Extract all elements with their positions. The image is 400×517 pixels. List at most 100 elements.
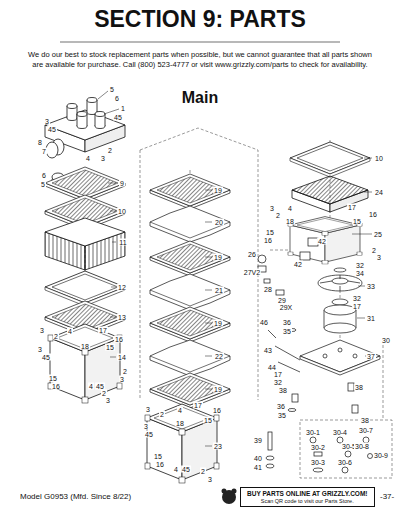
callout-number: 36 (276, 403, 286, 410)
callout-number: 17 (193, 402, 203, 409)
callout-number: 39 (253, 437, 263, 444)
callout-number: 15 (265, 229, 275, 236)
callout-number: 30 (381, 337, 391, 344)
callout-number: 2 (101, 390, 107, 397)
callout-number: 29X (279, 304, 293, 311)
store-heading: BUY PARTS ONLINE AT GRIZZLY.COM! (247, 490, 368, 498)
page-title: SECTION 9: PARTS (0, 8, 400, 31)
callout-number: 4 (287, 205, 293, 212)
callout-number: 3 (143, 423, 149, 430)
callout-number: 45 (181, 466, 191, 473)
callout-number: 15 (153, 453, 163, 460)
callout-number: 2 (371, 247, 377, 254)
callout-number: 15 (48, 375, 58, 382)
callout-number: 16 (155, 461, 165, 468)
callout-number: 3 (105, 397, 111, 404)
callout-number: 42 (317, 238, 327, 245)
callout-number: 3 (39, 327, 45, 334)
callout-number: 32 (355, 262, 365, 269)
callout-number: 31 (366, 315, 376, 322)
callout-number: 3 (37, 346, 43, 353)
callout-number: 24 (374, 189, 384, 196)
callout-number: 30-6 (337, 459, 353, 466)
callout-number: 40 (253, 455, 263, 462)
callout-number: 45 (113, 114, 123, 121)
callout-number: 4 (85, 155, 91, 162)
callout-number: 42 (293, 261, 303, 268)
callout-number: 44 (267, 364, 277, 371)
callout-number: 3 (119, 376, 125, 383)
callout-number: 10 (117, 208, 127, 215)
callout-number: 2 (275, 212, 281, 219)
callout-number: 36 (282, 319, 292, 326)
callout-number: 30-3 (310, 459, 326, 466)
callout-number: 7 (41, 148, 47, 155)
callout-number: 12 (117, 284, 127, 291)
callout-number: 38 (360, 417, 370, 424)
callout-number: 26 (247, 251, 257, 258)
callout-number: 32 (352, 295, 362, 302)
callout-number: 13 (117, 314, 127, 321)
callout-number: 38 (278, 387, 288, 394)
callout-number: 3 (207, 476, 213, 483)
callout-number: 2 (53, 333, 59, 340)
callout-number: 16 (51, 383, 61, 390)
callout-number: 8 (37, 139, 43, 146)
callout-number: 22 (214, 353, 224, 360)
store-note: Scan QR code to visit our Parts Store. (247, 498, 368, 505)
callout-number: 4 (88, 383, 94, 390)
callout-number: 34 (355, 270, 365, 277)
callout-number: 37 (366, 353, 376, 360)
callout-number: 30-4 (332, 429, 348, 436)
callout-number: 45 (144, 431, 154, 438)
callout-number: 11 (118, 239, 127, 246)
callout-number: 17 (273, 371, 283, 378)
callout-number: 2 (159, 411, 165, 418)
callout-number: 45 (47, 126, 57, 133)
callout-number: 30-8 (354, 443, 370, 450)
callout-number: 46 (259, 319, 269, 326)
callout-number: 32 (273, 379, 283, 386)
callout-number: 19 (213, 254, 223, 261)
callout-number: 21 (214, 287, 224, 294)
callout-number: 43 (263, 347, 273, 354)
callout-number: 23 (213, 443, 223, 450)
callout-number: 4 (173, 466, 179, 473)
callout-number: 5 (109, 86, 115, 93)
callout-number: 16 (114, 336, 124, 343)
callout-number: 33 (366, 283, 376, 290)
callout-number: 14 (117, 354, 127, 361)
parts-store-box: BUY PARTS ONLINE AT GRIZZLY.COM!Scan QR … (240, 487, 375, 507)
intro-note: We do our best to stock replacement part… (28, 50, 372, 70)
callout-number: 6 (114, 95, 120, 102)
callout-number: 17 (98, 327, 108, 334)
callout-number: 38 (354, 384, 364, 391)
callout-number: 15 (203, 417, 213, 424)
callout-number: 29 (277, 297, 287, 304)
callout-number: 15 (105, 344, 115, 351)
callout-number: 19 (213, 187, 223, 194)
callout-number: 19 (213, 320, 223, 327)
callout-number: 27V2 (243, 269, 261, 276)
callout-number: 2 (122, 368, 128, 375)
callout-number: 10 (374, 155, 384, 162)
callout-number: 41 (253, 464, 263, 471)
callout-number: 1 (120, 105, 126, 112)
callout-number: 30-7 (358, 427, 374, 434)
callout-number: 9 (119, 180, 125, 187)
callout-number: 18 (285, 218, 295, 225)
callout-number: 30-2 (310, 444, 326, 451)
callout-number: 35 (282, 328, 292, 335)
callout-number: 45 (41, 354, 51, 361)
callout-number: 28 (263, 286, 273, 293)
callout-number: 4 (177, 407, 183, 414)
callout-number: 3 (376, 254, 382, 261)
callout-number: 6 (41, 172, 47, 179)
callout-number: 17 (347, 204, 357, 211)
callout-number: 45 (95, 383, 105, 390)
callout-number: 3 (269, 205, 275, 212)
callout-number: 3 (100, 155, 106, 162)
callout-number: 30-9 (373, 452, 389, 459)
